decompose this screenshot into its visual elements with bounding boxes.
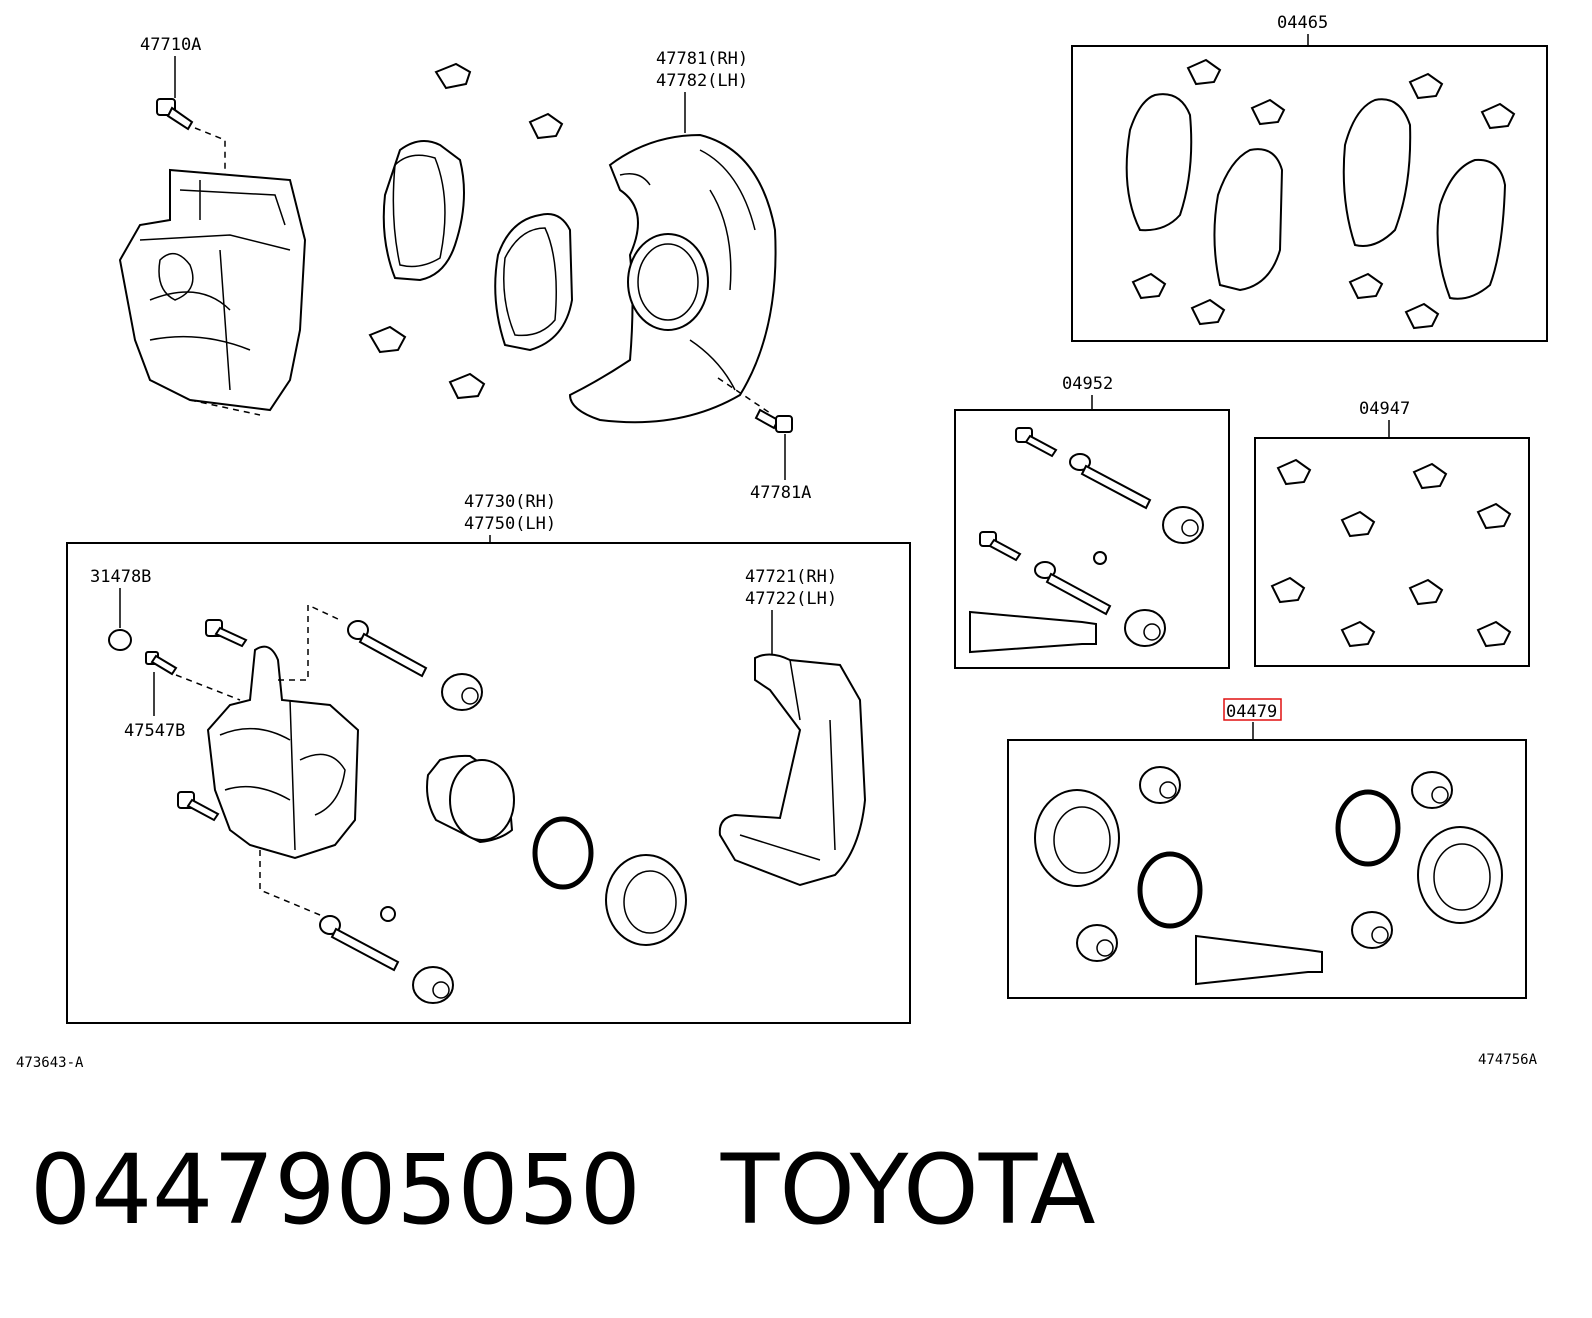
guide-pin-icon	[347, 620, 428, 678]
label-04952: 04952	[1062, 374, 1113, 394]
label-47547b: 47547B	[124, 721, 185, 741]
o-ring-icon	[532, 816, 594, 890]
guide-pin-icon	[319, 915, 400, 972]
boot-icon	[1124, 609, 1166, 647]
part-number: 0447905050	[30, 1134, 641, 1246]
label-47781-rh: 47781(RH)	[656, 49, 748, 69]
bolt-icon	[177, 791, 220, 822]
o-ring-icon	[1335, 789, 1401, 867]
label-47722-lh: 47722(LH)	[745, 589, 837, 609]
brake-pads-drawing	[368, 62, 574, 400]
clip-icon	[1186, 58, 1222, 86]
piston-seal-icon	[1417, 826, 1503, 924]
clip-icon	[448, 372, 486, 400]
clip-icon	[1340, 510, 1376, 538]
label-47710a: 47710A	[140, 35, 201, 55]
clip-icon	[368, 325, 407, 354]
caliper-assembly-box: 47730(RH) 47750(LH) 31478B 47547B 47721(…	[66, 492, 911, 1024]
label-47781a: 47781A	[750, 483, 811, 503]
caliper-mounting-icon	[718, 653, 867, 887]
clip-icon	[1276, 458, 1312, 486]
brand-name: TOYOTA	[720, 1134, 1096, 1246]
bolt-47710a-icon	[156, 98, 194, 131]
grease-tube-icon	[1195, 934, 1323, 986]
label-47750-lh: 47750(LH)	[464, 514, 556, 534]
bolt-icon	[205, 619, 248, 648]
grease-tube-icon	[969, 610, 1097, 654]
clip-icon	[1190, 298, 1226, 326]
label-31478b: 31478B	[90, 567, 151, 587]
bleeder-screw-icon	[145, 651, 178, 676]
label-04465: 04465	[1277, 13, 1328, 33]
clip-icon	[528, 112, 564, 140]
ref-code-right: 474756A	[1478, 1052, 1538, 1068]
clip-kit-box: 04947	[1254, 399, 1530, 667]
bolt-47781a-icon	[754, 408, 793, 433]
boot-icon	[1076, 924, 1118, 962]
label-47782-lh: 47782(LH)	[656, 71, 748, 91]
clip-icon	[1340, 620, 1376, 648]
boot-icon	[1139, 766, 1181, 804]
label-04479: 04479	[1226, 702, 1277, 722]
clip-icon	[1131, 272, 1167, 300]
o-ring-icon	[1137, 851, 1203, 929]
ref-code-left: 473643-A	[16, 1055, 84, 1071]
label-47730-rh: 47730(RH)	[464, 492, 556, 512]
boot-icon	[441, 673, 483, 711]
guide-pin-icon	[1069, 453, 1152, 510]
bolt-icon	[1015, 427, 1058, 458]
clip-icon	[1250, 98, 1286, 126]
boot-icon	[1351, 911, 1393, 949]
piston-icon	[426, 754, 515, 844]
boot-icon	[412, 966, 454, 1004]
label-04947: 04947	[1359, 399, 1410, 419]
clip-icon	[1480, 102, 1516, 130]
clip-icon	[1348, 272, 1384, 300]
caliper-body-drawing: 47710A	[118, 35, 307, 416]
clip-icon	[1476, 502, 1512, 530]
boot-icon	[1411, 771, 1453, 809]
clip-icon	[1476, 620, 1512, 648]
piston-seal-icon	[1034, 789, 1120, 887]
slide-kit-box: 04952	[954, 374, 1230, 669]
guide-pin-icon	[1034, 561, 1112, 616]
clip-icon	[1404, 302, 1440, 330]
bolt-icon	[979, 531, 1022, 562]
highlight-box	[1223, 698, 1282, 721]
boot-icon	[1162, 506, 1204, 544]
label-47721-rh: 47721(RH)	[745, 567, 837, 587]
clip-icon	[434, 62, 472, 90]
seal-kit-box: 04479	[1007, 698, 1527, 999]
dust-shield-drawing: 47781(RH) 47782(LH) 47781A	[568, 49, 811, 503]
bleeder-cap-icon	[108, 629, 132, 651]
clip-icon	[1408, 578, 1444, 606]
pad-kit-box: 04465	[1071, 13, 1548, 342]
clip-icon	[1270, 576, 1306, 604]
piston-seal-icon	[605, 854, 687, 946]
clip-icon	[1412, 462, 1448, 490]
clip-icon	[1408, 72, 1444, 100]
